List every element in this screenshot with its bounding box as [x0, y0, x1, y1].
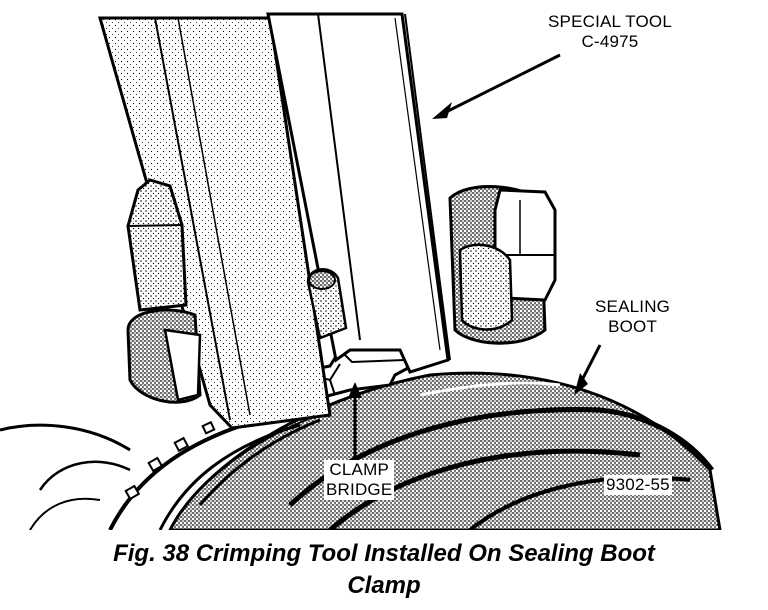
- crimping-tool: [98, 12, 451, 430]
- label-clamp-bridge: CLAMP BRIDGE: [324, 460, 395, 500]
- caption-line-1: Fig. 38 Crimping Tool Installed On Seali…: [113, 540, 655, 567]
- figure-code: 9302-55: [604, 475, 672, 495]
- clamp-ring: [108, 408, 321, 530]
- label-sealing-boot: SEALING BOOT: [595, 297, 671, 336]
- caption-line-2: Clamp: [347, 572, 421, 599]
- axle-shaft: [0, 423, 131, 530]
- crimping-tool-illustration: [0, 12, 722, 530]
- figure-caption: Fig. 38 Crimping Tool Installed On Seali…: [0, 538, 768, 602]
- label-special-tool: SPECIAL TOOL C-4975: [548, 12, 672, 51]
- adjusting-bolt-right: [448, 184, 557, 345]
- adjusting-bolt-left: [126, 178, 202, 404]
- leader-arrowheads: [348, 102, 588, 398]
